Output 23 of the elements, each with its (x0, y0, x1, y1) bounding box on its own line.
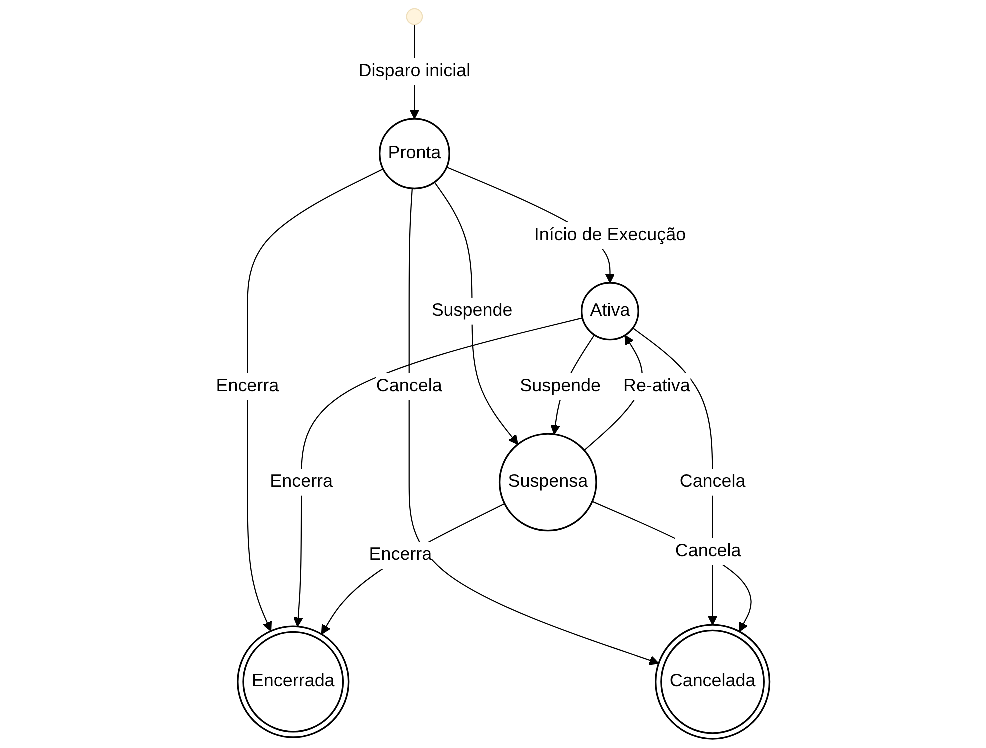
node-circle: Suspensa (498, 433, 598, 532)
arrow (294, 318, 583, 628)
edge-label: Cancela (675, 542, 742, 561)
arrow (247, 168, 384, 632)
arrow (592, 501, 752, 632)
node-circle: Encerrada (237, 626, 350, 738)
edge-label: Cancela (680, 472, 746, 492)
edge-label: Cancela (376, 376, 442, 396)
node-circle: Ativa (581, 282, 640, 341)
node-circle: Pronta (378, 118, 450, 190)
edge-label: Encerra (369, 545, 432, 565)
arrow (321, 503, 506, 635)
arrow (434, 182, 519, 446)
edge-label: Início de Execução (534, 226, 686, 245)
node-circle (406, 8, 424, 26)
edge-label: Suspende (432, 301, 513, 320)
arrow (408, 188, 660, 666)
node-circle: Cancelada (654, 624, 771, 740)
edge-label: Encerra (270, 472, 334, 492)
edge-label: Disparo inicial (358, 62, 471, 81)
edge-label: Suspende (520, 376, 602, 396)
edge-label: Re-ativa (623, 376, 690, 396)
edge-label: Encerra (216, 376, 280, 396)
